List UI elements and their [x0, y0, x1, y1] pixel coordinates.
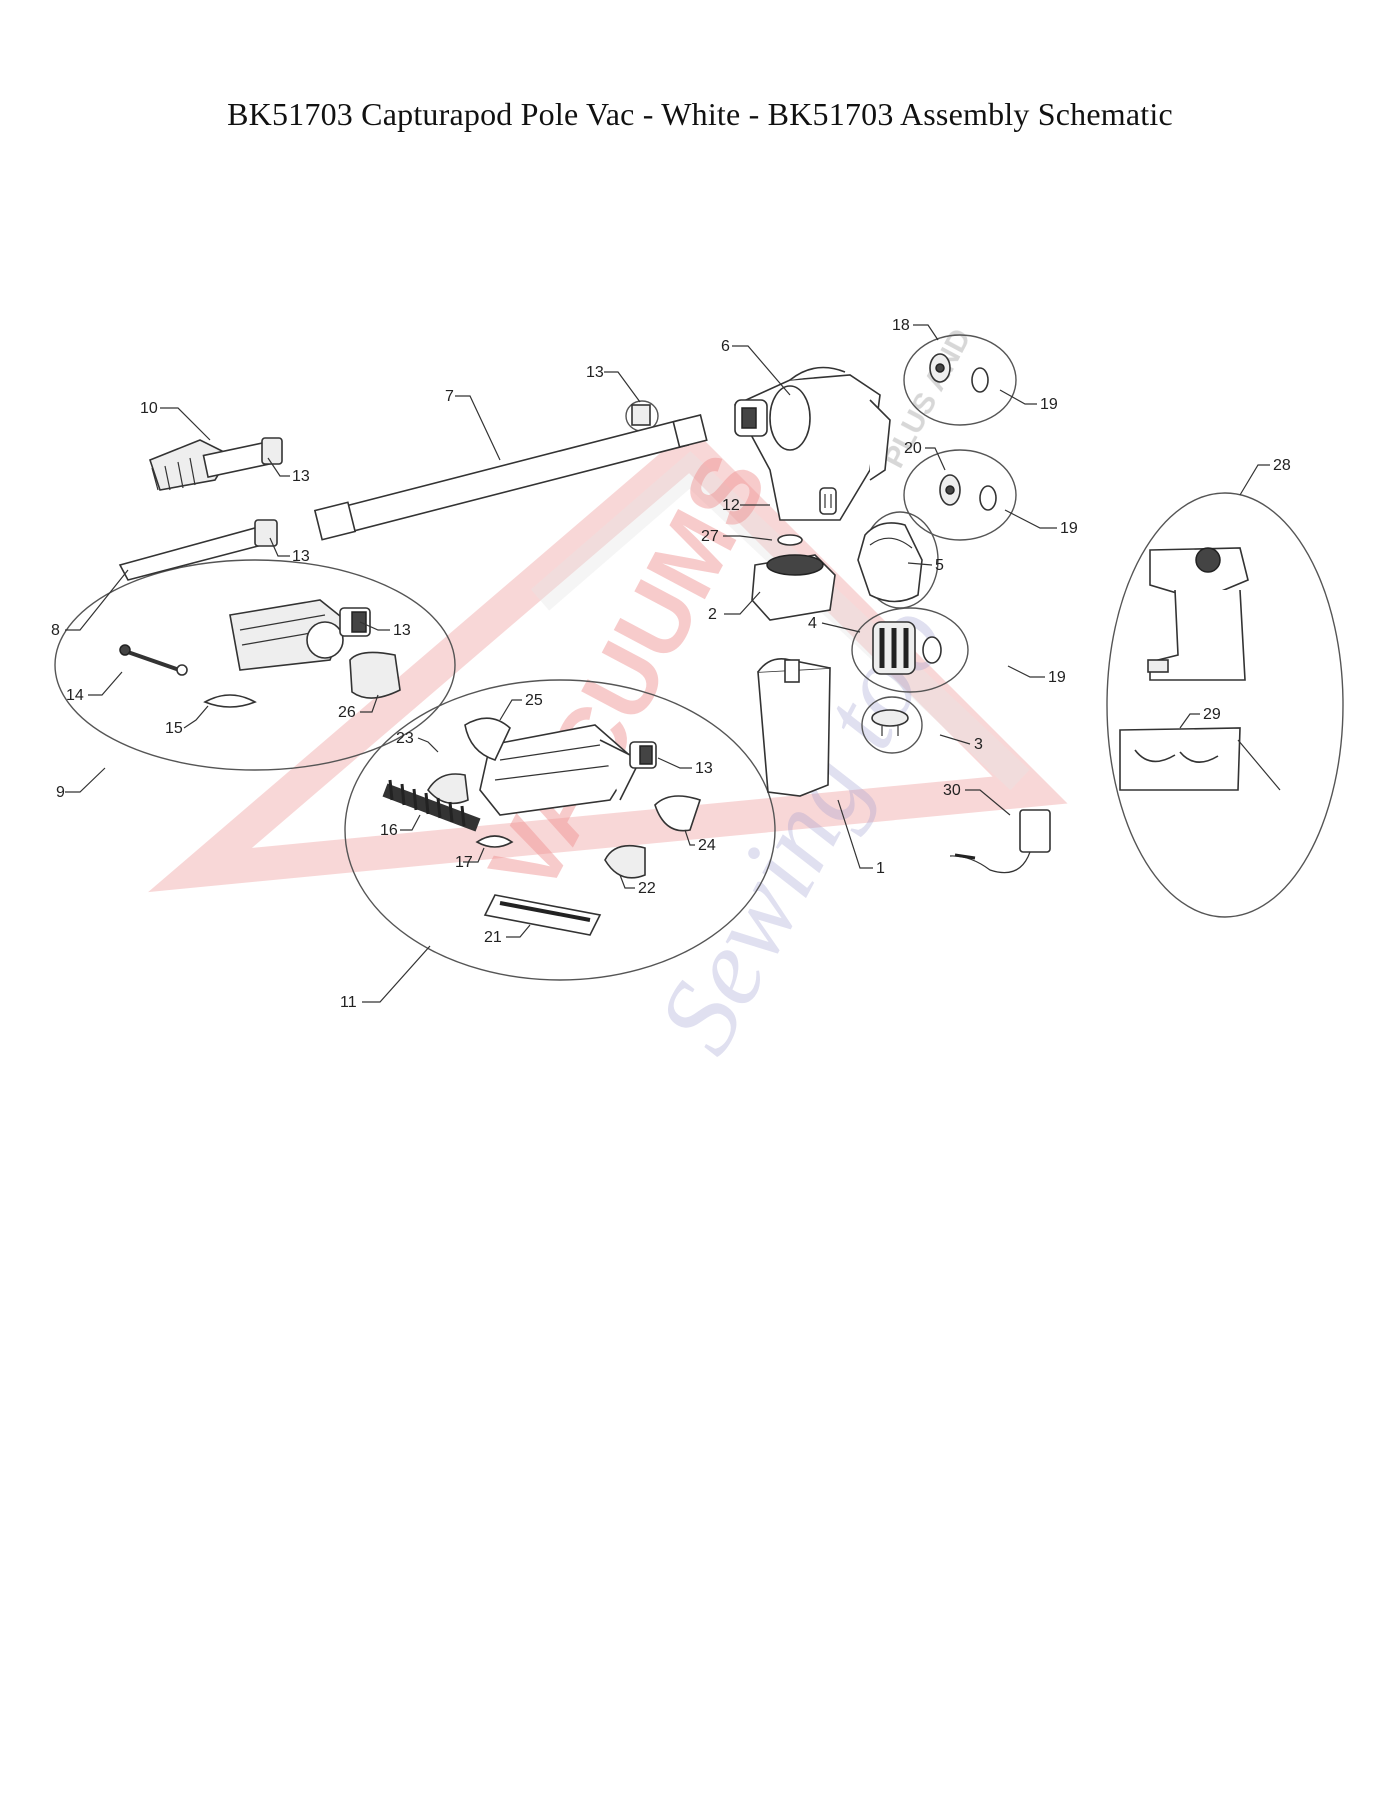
- leader-lines: [65, 324, 1270, 1003]
- group-9-outline: [54, 559, 456, 771]
- battery-pack-part-4: [872, 621, 916, 675]
- callout-1: 1: [876, 860, 885, 877]
- callout-4: 4: [808, 615, 817, 632]
- callout-20: 20: [904, 440, 922, 457]
- callout-7: 7: [445, 388, 454, 405]
- grille-part-20: [939, 474, 961, 506]
- callout-13-turbo: 13: [393, 622, 411, 639]
- callout-25: 25: [525, 692, 543, 709]
- grille-part-18: [929, 353, 951, 383]
- crevice-tool-part: [118, 519, 278, 581]
- floor-nozzle-part: [479, 724, 657, 816]
- callout-11: 11: [340, 994, 357, 1011]
- callout-10: 10: [140, 400, 158, 417]
- group-28-outline: [1106, 492, 1344, 918]
- group-20-outline: [903, 449, 1017, 541]
- callout-16: 16: [380, 822, 398, 839]
- callout-19-mid: 19: [1060, 520, 1078, 537]
- pole-part: [313, 414, 708, 541]
- seal-part-19-top: [971, 367, 989, 393]
- switch-part-12: [819, 487, 837, 515]
- cyclone-part-5: [857, 522, 923, 603]
- valve-part-3: [871, 709, 909, 736]
- filter-part-2: [751, 554, 836, 621]
- watermark-gray-shape: [530, 451, 1030, 791]
- callout-5: 5: [935, 557, 944, 574]
- dusting-brush-part: [149, 437, 283, 491]
- end-cap-part-23: [427, 773, 469, 805]
- watermark-text-small: PLUS AND: [877, 323, 978, 473]
- end-cap-part-22: [604, 844, 646, 879]
- wall-mount-part-29: [1119, 727, 1281, 791]
- handle-motor-part-6: [733, 366, 891, 521]
- callout-12: 12: [722, 497, 740, 514]
- callout-8: 8: [51, 622, 60, 639]
- callout-19-low: 19: [1048, 669, 1066, 686]
- seal-part-19-mid: [979, 485, 997, 511]
- callout-26: 26: [338, 704, 356, 721]
- dust-bin-part-1: [757, 658, 831, 797]
- callout-13-floor: 13: [695, 760, 713, 777]
- mini-turbo-brush-part: [229, 599, 371, 671]
- callout-23: 23: [396, 730, 414, 747]
- callout-labels: 1 2 3 4 5 6 7 8 9 10 11 12 13 13 13 13 1…: [51, 317, 1291, 1011]
- base-plate-part-21: [483, 894, 602, 936]
- cover-part-24: [654, 795, 702, 832]
- callout-13-top: 13: [586, 364, 604, 381]
- o-ring-part-27: [777, 534, 803, 546]
- group-11-outline: [344, 679, 776, 981]
- belt-part-17: [475, 835, 514, 848]
- group-3-outline: [861, 696, 923, 754]
- callout-2: 2: [708, 606, 717, 623]
- callout-22: 22: [638, 880, 656, 897]
- callout-30: 30: [943, 782, 961, 799]
- callout-13-brush: 13: [292, 468, 310, 485]
- callout-19-top: 19: [1040, 396, 1058, 413]
- callout-28: 28: [1273, 457, 1291, 474]
- page-title: BK51703 Capturapod Pole Vac - White - BK…: [227, 96, 1173, 132]
- callout-9: 9: [56, 784, 65, 801]
- end-cap-part-26: [349, 651, 401, 699]
- callout-18: 18: [892, 317, 910, 334]
- brushroll-part-16: [382, 779, 481, 832]
- callout-27: 27: [701, 528, 719, 545]
- group-18-outline: [903, 334, 1017, 426]
- callout-6: 6: [721, 338, 730, 355]
- callout-24: 24: [698, 837, 716, 854]
- callout-17: 17: [455, 854, 473, 871]
- callout-21: 21: [484, 929, 502, 946]
- callout-13-crevice: 13: [292, 548, 310, 565]
- callout-15: 15: [165, 720, 183, 737]
- brushroll-shaft-part: [119, 644, 188, 676]
- connector-part-13-top: [631, 404, 651, 426]
- watermark: VACUUMS Sewing too PLUS AND: [148, 323, 1068, 1071]
- callout-3: 3: [974, 736, 983, 753]
- belt-part-15: [203, 694, 257, 708]
- watermark-triangle: [148, 426, 1068, 893]
- cover-part-25: [464, 717, 511, 761]
- callout-29: 29: [1203, 706, 1221, 723]
- callout-14: 14: [66, 687, 84, 704]
- charger-part-30: [949, 809, 1051, 874]
- seal-part-19-low: [922, 636, 942, 664]
- group-4-outline: [851, 607, 969, 693]
- charging-base-part-28: [1147, 547, 1249, 681]
